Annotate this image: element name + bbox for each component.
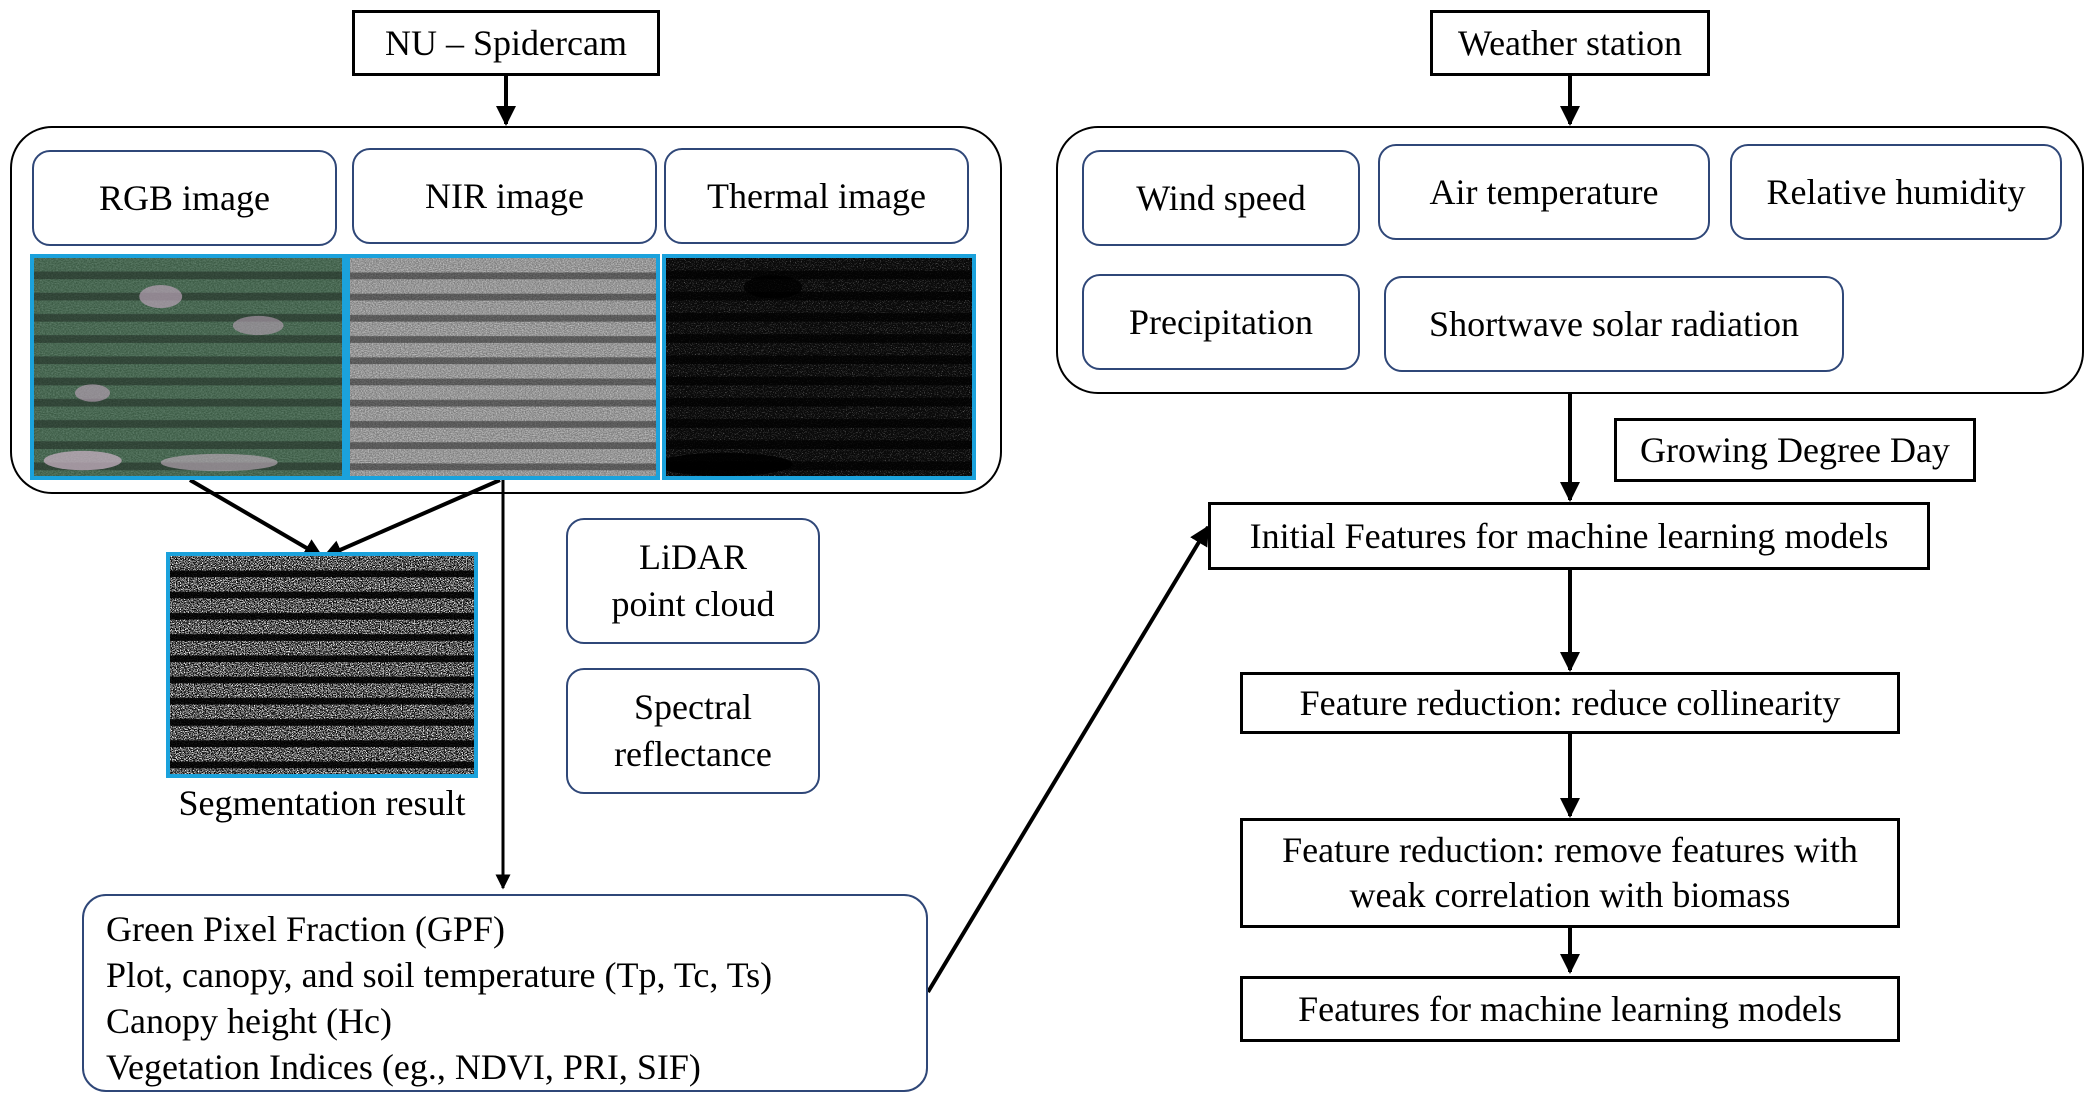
feature-item-gpf: Green Pixel Fraction (GPF) bbox=[106, 909, 505, 949]
final-features-label: Features for machine learning models bbox=[1298, 988, 1842, 1029]
remove-weak-features-box: Feature reduction: remove features with … bbox=[1240, 818, 1900, 928]
shortwave-radiation-box: Shortwave solar radiation bbox=[1384, 276, 1844, 372]
nir-image-label-box: NIR image bbox=[352, 148, 657, 244]
spectral-label-line2: reflectance bbox=[614, 734, 772, 774]
feature-item-temperature: Plot, canopy, and soil temperature (Tp, … bbox=[106, 955, 773, 995]
lidar-label-line1: LiDAR bbox=[639, 537, 747, 578]
thermal-image-label-box: Thermal image bbox=[664, 148, 969, 244]
spidercam-title-box: NU – Spidercam bbox=[352, 10, 660, 76]
initial-features-box: Initial Features for machine learning mo… bbox=[1208, 502, 1930, 570]
precipitation-label: Precipitation bbox=[1129, 301, 1313, 342]
final-features-box: Features for machine learning models bbox=[1240, 976, 1900, 1042]
arrow-features-to-initial bbox=[926, 525, 1210, 994]
precipitation-box: Precipitation bbox=[1082, 274, 1360, 370]
feature-item-vegetation-indices: Vegetation Indices (eg., NDVI, PRI, SIF) bbox=[106, 1047, 701, 1087]
air-temperature-box: Air temperature bbox=[1378, 144, 1710, 240]
weather-station-title: Weather station bbox=[1457, 22, 1682, 63]
weather-variables-group bbox=[1056, 126, 2084, 394]
reduce-collinearity-label: Feature reduction: reduce collinearity bbox=[1299, 682, 1841, 723]
rgb-image-label: RGB image bbox=[99, 177, 270, 218]
growing-degree-day-label: Growing Degree Day bbox=[1640, 429, 1950, 470]
extracted-features-box: Green Pixel Fraction (GPF) Plot, canopy,… bbox=[82, 894, 928, 1092]
lidar-box: LiDAR point cloud bbox=[566, 518, 820, 644]
reduce-collinearity-box: Feature reduction: reduce collinearity bbox=[1240, 672, 1900, 734]
feature-item-canopy-height: Canopy height (Hc) bbox=[106, 1001, 392, 1041]
lidar-label-line2: point cloud bbox=[611, 584, 775, 624]
rgb-image-label-box: RGB image bbox=[32, 150, 337, 246]
wind-speed-label: Wind speed bbox=[1136, 177, 1306, 218]
nir-image bbox=[346, 254, 660, 480]
wind-speed-box: Wind speed bbox=[1082, 150, 1360, 246]
thermal-image bbox=[662, 254, 976, 480]
spidercam-title: NU – Spidercam bbox=[385, 22, 627, 63]
relative-humidity-label: Relative humidity bbox=[1766, 171, 2026, 212]
weather-station-title-box: Weather station bbox=[1430, 10, 1710, 76]
remove-weak-label-line2: weak correlation with biomass bbox=[1349, 875, 1791, 915]
nir-image-label: NIR image bbox=[425, 175, 584, 216]
thermal-image-label: Thermal image bbox=[707, 175, 926, 216]
sensor-images-group bbox=[10, 126, 1002, 494]
shortwave-radiation-label: Shortwave solar radiation bbox=[1429, 303, 1799, 344]
rgb-image bbox=[30, 254, 346, 480]
spectral-reflectance-box: Spectral reflectance bbox=[566, 668, 820, 794]
air-temperature-label: Air temperature bbox=[1429, 171, 1659, 212]
spectral-label-line1: Spectral bbox=[634, 687, 752, 728]
growing-degree-day-box: Growing Degree Day bbox=[1614, 418, 1976, 482]
segmentation-image bbox=[166, 552, 478, 778]
initial-features-label: Initial Features for machine learning mo… bbox=[1249, 515, 1889, 556]
remove-weak-label-line1: Feature reduction: remove features with bbox=[1282, 830, 1858, 870]
relative-humidity-box: Relative humidity bbox=[1730, 144, 2062, 240]
segmentation-caption: Segmentation result bbox=[178, 783, 466, 823]
